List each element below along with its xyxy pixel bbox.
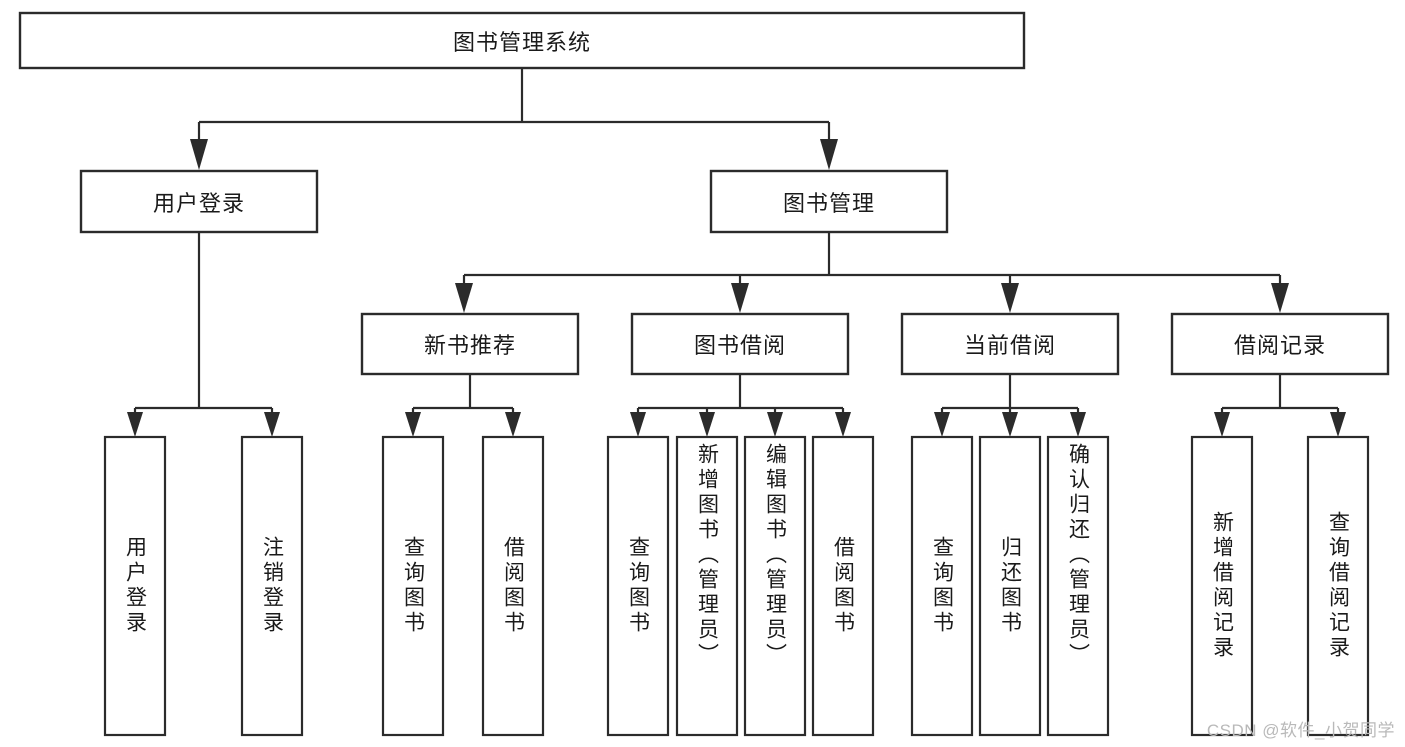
leaf-box-br-add-record[interactable] <box>1190 435 1254 737</box>
leaf-box-cb-confirm-return[interactable] <box>1046 435 1110 737</box>
arrow-head-br-leaf-2 <box>1330 412 1346 437</box>
leaf-box-bb-edit-book[interactable] <box>743 435 807 737</box>
leaf-box-cb-return-book[interactable] <box>978 435 1042 737</box>
node-root-system[interactable] <box>18 11 1026 70</box>
arrow-head-current-borrow <box>1001 283 1019 313</box>
arrow-head-nbr-leaf-2 <box>505 412 521 437</box>
arrow-head-book-mgmt <box>820 139 838 170</box>
arrow-head-borrow-record <box>1271 283 1289 313</box>
arrow-head-new-book-recommend <box>455 283 473 313</box>
node-current-borrow[interactable] <box>900 312 1120 376</box>
arrow-head-user-login <box>190 139 208 170</box>
arrow-head-cb-leaf-2 <box>1002 412 1018 437</box>
arrow-head-bb-leaf-2 <box>699 412 715 437</box>
leaf-box-user-login[interactable] <box>103 435 167 737</box>
leaf-box-logout[interactable] <box>240 435 304 737</box>
leaf-box-bb-borrow-book[interactable] <box>811 435 875 737</box>
node-borrow-record[interactable] <box>1170 312 1390 376</box>
arrow-head-book-borrow <box>731 283 749 313</box>
arrow-head-cb-leaf-1 <box>934 412 950 437</box>
node-book-management[interactable] <box>709 169 949 234</box>
arrow-head-nbr-leaf-1 <box>405 412 421 437</box>
arrow-head-bb-leaf-4 <box>835 412 851 437</box>
leaf-box-nbr-query-book[interactable] <box>381 435 445 737</box>
leaf-box-cb-query-book[interactable] <box>910 435 974 737</box>
leaf-box-bb-query-book[interactable] <box>606 435 670 737</box>
arrow-head-leaf-logout <box>264 412 280 437</box>
arrow-head-leaf-user-login <box>127 412 143 437</box>
leaf-box-nbr-borrow-book[interactable] <box>481 435 545 737</box>
arrow-head-bb-leaf-3 <box>767 412 783 437</box>
node-new-book-recommend[interactable] <box>360 312 580 376</box>
arrow-head-br-leaf-1 <box>1214 412 1230 437</box>
csdn-watermark: CSDN @软件_小贺同学 <box>1206 721 1395 740</box>
leaf-box-bb-add-book[interactable] <box>675 435 739 737</box>
node-book-borrow[interactable] <box>630 312 850 376</box>
arrow-head-cb-leaf-3 <box>1070 412 1086 437</box>
node-user-login[interactable] <box>79 169 319 234</box>
arrow-head-bb-leaf-1 <box>630 412 646 437</box>
leaf-box-br-query-record[interactable] <box>1306 435 1370 737</box>
